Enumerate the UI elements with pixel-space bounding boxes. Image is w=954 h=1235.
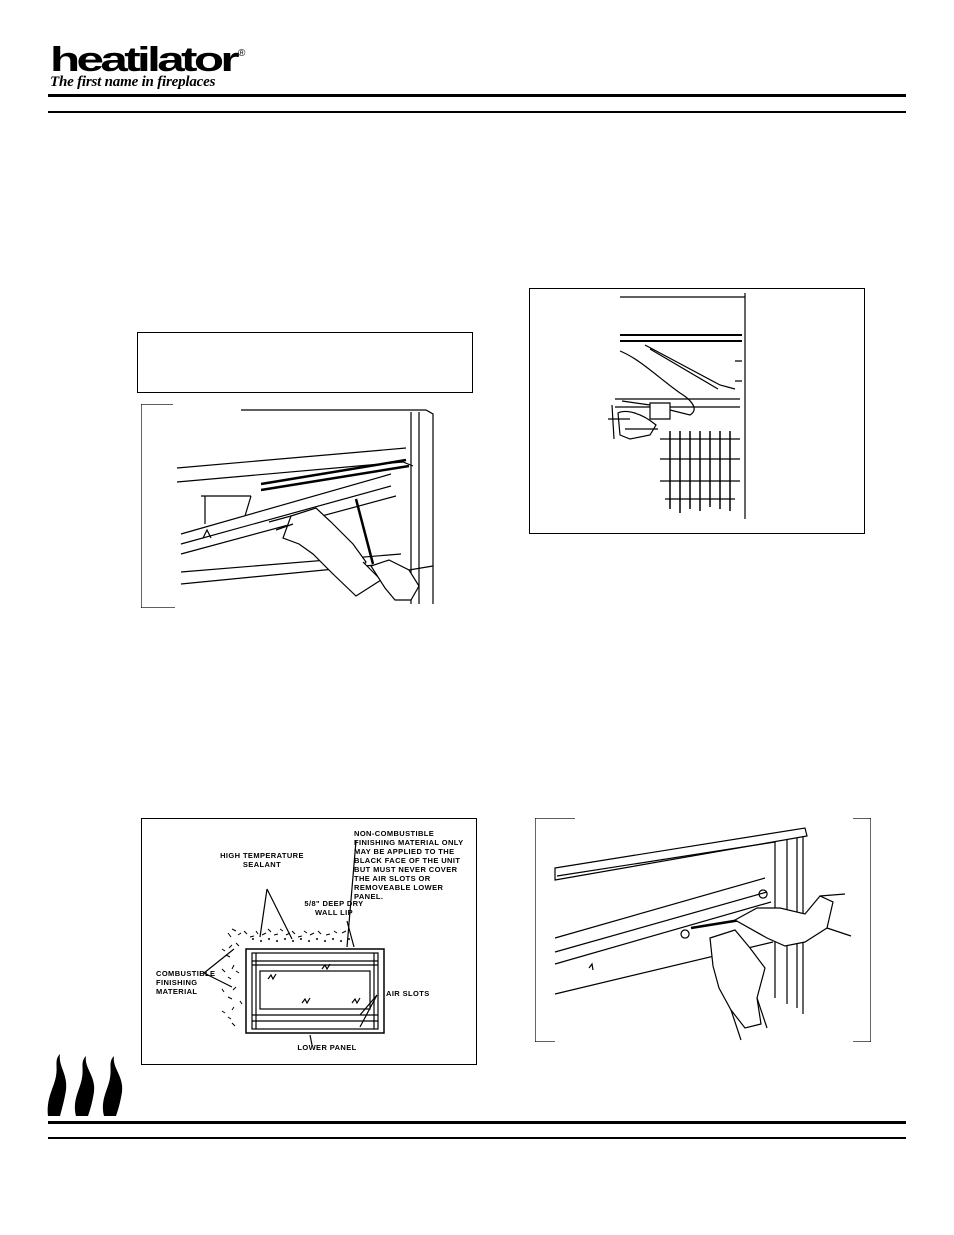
header-rule-thin [48, 111, 906, 113]
sealant-bead [252, 938, 350, 942]
label-drywall-lip: 5/8" DEEP DRY WALL LIP [304, 899, 364, 917]
registered-mark: ® [238, 48, 246, 59]
label-lowerpanel: LOWER PANEL [297, 1043, 357, 1052]
brand-wordmark-text: heatilator [50, 44, 239, 74]
header-rule-thick [48, 94, 906, 97]
flames-icon [46, 1052, 126, 1118]
figure-trim-attach [535, 818, 871, 1042]
figure-screen-install [529, 288, 865, 534]
caption-box [137, 332, 473, 393]
figure-finishing-diagram: HIGH TEMPERATURE SEALANT NON-COMBUSTIBLE… [141, 818, 477, 1065]
brand-logo: heatilator ® [50, 41, 250, 80]
label-noncombustible: NON-COMBUSTIBLE FINISHING MATERIAL ONLY … [354, 829, 464, 901]
footer-rule-thick [48, 1121, 906, 1124]
figure-trim-removal [141, 404, 475, 608]
combustible-stipple [221, 928, 347, 1027]
brand-tagline: The first name in fireplaces [50, 74, 216, 90]
label-combustible: COMBUSTIBLE FINISHING MATERIAL [156, 969, 216, 996]
label-airslots: AIR SLOTS [386, 989, 430, 998]
footer-rule-thin [48, 1137, 906, 1139]
brand-wordmark: heatilator ® [50, 41, 246, 79]
label-sealant: HIGH TEMPERATURE SEALANT [220, 851, 304, 869]
